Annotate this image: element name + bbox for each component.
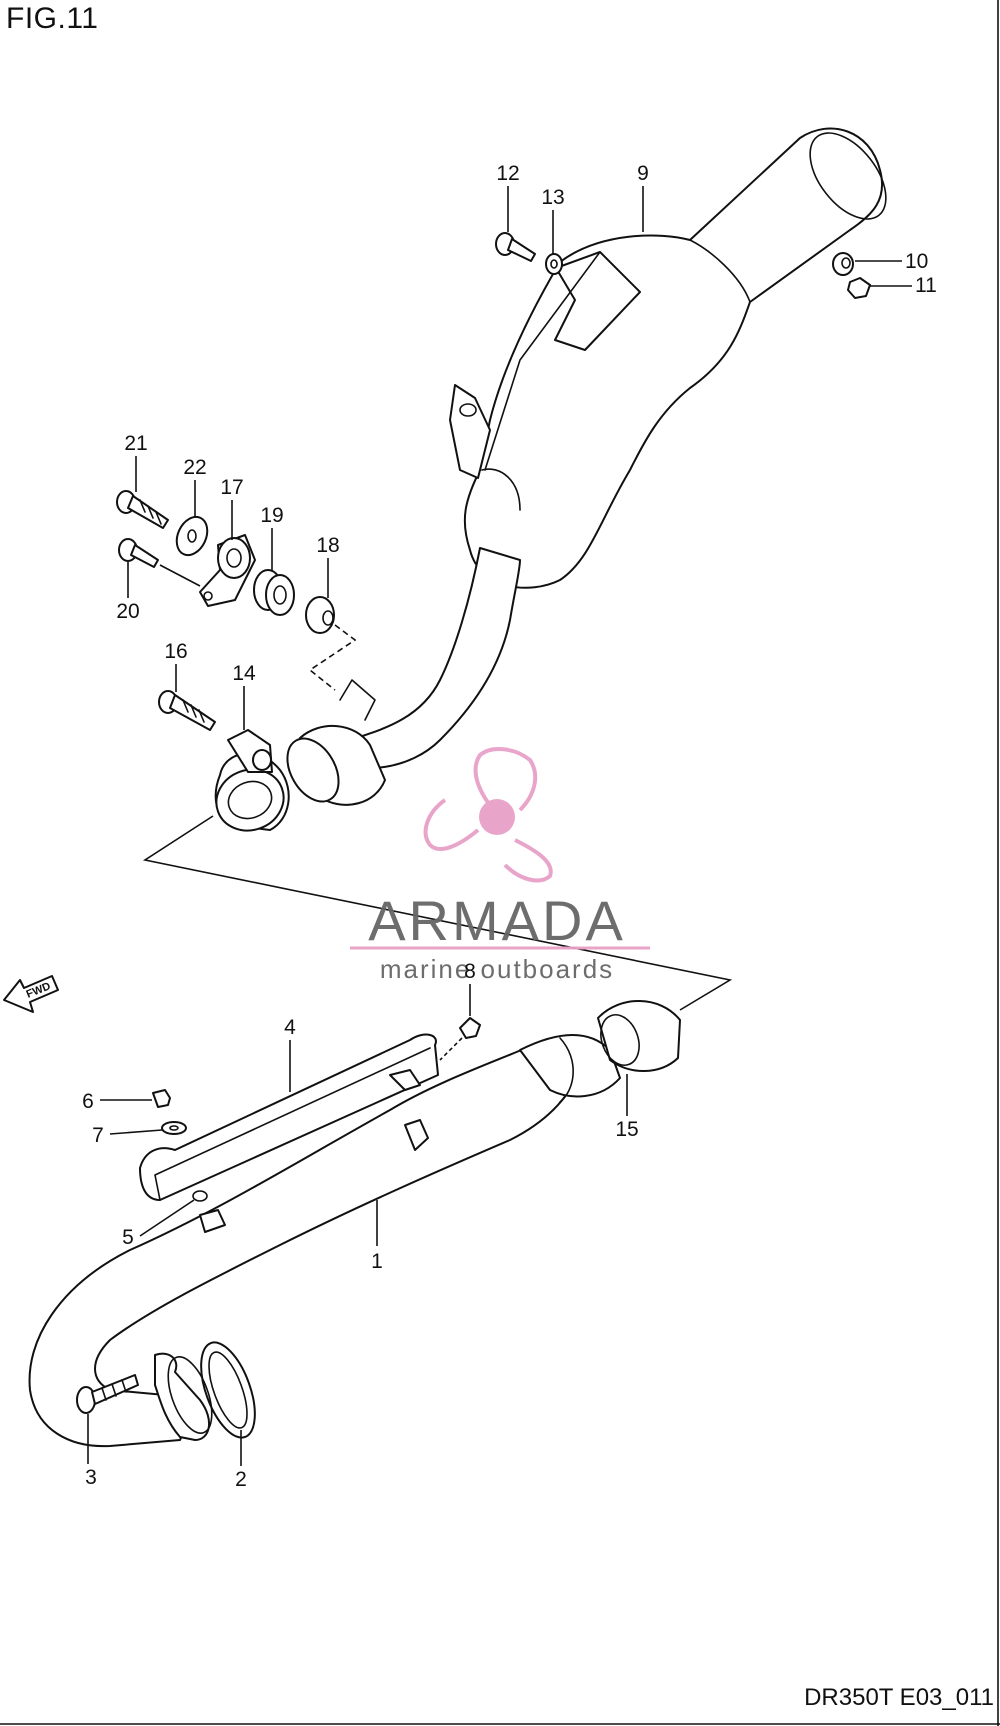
callout-22: 22 [183, 456, 206, 479]
clamp [214, 729, 290, 832]
callout-16: 16 [164, 640, 187, 663]
nut-11 [847, 277, 871, 299]
callout-3: 3 [85, 1466, 97, 1489]
callout-20: 20 [116, 600, 139, 623]
bolt-6 [152, 1089, 171, 1108]
gasket-2 [200, 1341, 256, 1439]
washer-22 [175, 515, 209, 557]
collar-18 [305, 596, 357, 691]
grommet-19 [253, 569, 295, 616]
figure-code: DR350T E03_011 [804, 1684, 994, 1711]
brand-tagline: marine outboards [380, 954, 614, 984]
armada-logo: ARMADA marine outboards [350, 747, 650, 984]
rear-pipe [286, 547, 521, 806]
washer-13 [545, 253, 563, 275]
callout-8: 8 [464, 960, 476, 983]
callouts: 9 12 13 10 11 21 22 17 19 [82, 162, 937, 1491]
callout-12: 12 [496, 162, 519, 185]
callout-15: 15 [615, 1118, 638, 1141]
callout-10: 10 [905, 250, 928, 273]
flange [154, 1352, 213, 1441]
callout-17: 17 [220, 476, 243, 499]
washer-7 [161, 1121, 187, 1135]
callout-19: 19 [260, 504, 283, 527]
figure-title: FIG.11 [6, 2, 99, 35]
fwd-arrow-icon: FWD [3, 975, 59, 1013]
callout-9: 9 [637, 162, 649, 185]
callout-2: 2 [235, 1468, 247, 1491]
callout-13: 13 [541, 186, 564, 209]
propeller-icon [423, 747, 553, 883]
exhaust-pipe [28, 1000, 681, 1448]
bolt-20 [118, 538, 201, 587]
bolt-16 [158, 690, 216, 731]
callout-1: 1 [371, 1250, 383, 1273]
callout-6: 6 [82, 1090, 94, 1113]
callout-18: 18 [316, 534, 339, 557]
bolt-8 [439, 1017, 481, 1061]
bolt-21 [116, 490, 169, 529]
heat-protector [139, 1033, 439, 1233]
callout-7: 7 [92, 1124, 104, 1147]
stud-bolt-3 [76, 1374, 139, 1414]
brand-name: ARMADA [368, 889, 626, 952]
bolt-12 [495, 232, 536, 262]
muffler [449, 127, 887, 589]
cushion-10 [832, 252, 854, 276]
callout-14: 14 [232, 662, 256, 685]
callout-4: 4 [284, 1016, 296, 1039]
callout-5: 5 [122, 1226, 134, 1249]
callout-11: 11 [915, 274, 937, 297]
assembly-leader-line [142, 815, 733, 1011]
bracket-17 [199, 534, 256, 607]
callout-21: 21 [124, 432, 147, 455]
